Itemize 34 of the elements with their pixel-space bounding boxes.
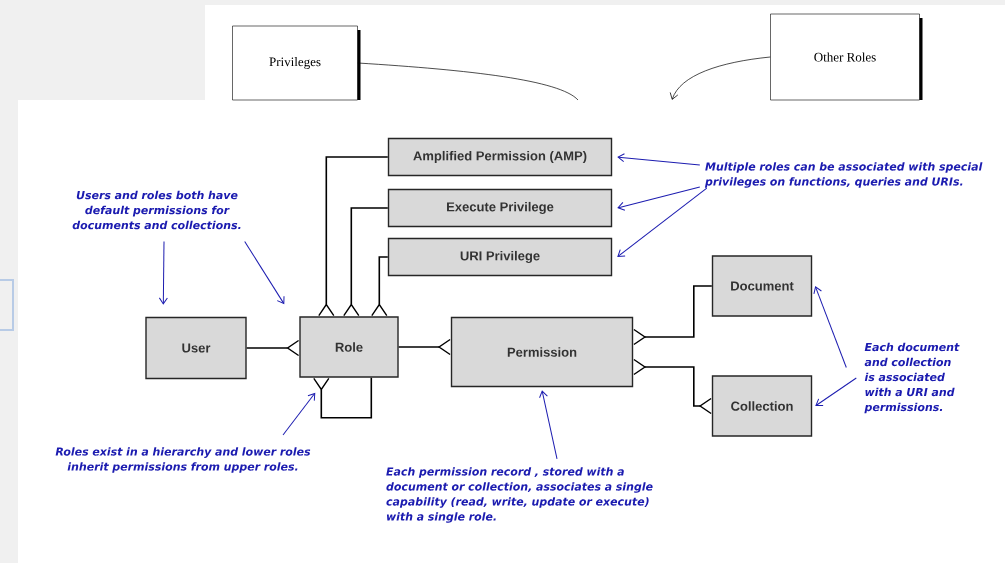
entity-box: Role [299, 316, 399, 378]
annotation-arrow [539, 390, 558, 460]
connector [245, 339, 300, 357]
annotation-text: Each document and collection is associated with a URI and permissions. [864, 342, 960, 414]
connector [313, 376, 373, 419]
annotation-arrow [813, 286, 847, 368]
entity-box: Execute Privilege [387, 188, 613, 228]
annotation-arrow [617, 186, 701, 211]
entity-box: Amplified Permission (AMP) [387, 137, 613, 177]
entity-box: Permission [450, 316, 634, 388]
connector [633, 358, 712, 415]
annotation-arrow [158, 240, 168, 305]
box: Other Roles [770, 13, 923, 101]
entity-box: Collection [711, 375, 813, 437]
connector [357, 62, 579, 101]
annotation-text: Users and roles both have default permissions for documents and collections. [72, 190, 241, 230]
entity-box: User [145, 316, 247, 380]
connector [343, 207, 389, 317]
entity-box: Document [711, 255, 813, 317]
connector [397, 338, 451, 356]
annotation-text: Roles exist in a hierarchy and lower roles inherit permissions from upper roles. [55, 447, 311, 473]
connector [371, 256, 389, 317]
annotation-arrow [815, 377, 857, 406]
arrow [669, 56, 771, 100]
annotation-arrow [244, 240, 285, 305]
connector [318, 156, 389, 317]
annotation-arrow [617, 187, 708, 257]
annotation-arrow [282, 392, 316, 436]
annotation-text: Multiple roles can be associated with special privileges on functions, queries and URIs. [704, 162, 983, 188]
connector [633, 285, 713, 346]
entity-box: URI Privilege [387, 237, 613, 277]
annotation-arrow [617, 153, 701, 166]
annotation-text: Each permission record , stored with a document or collection, associates a single capability (read, write, update or execute) with a single role. [386, 467, 653, 523]
box: Privileges [232, 25, 361, 101]
